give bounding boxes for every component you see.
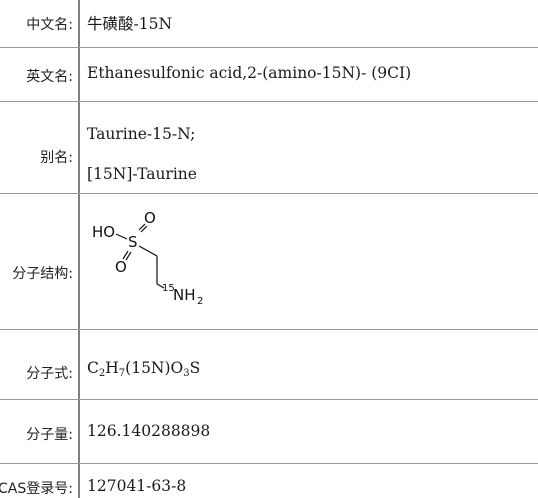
- formula-subscript: 2: [98, 368, 106, 379]
- atom-o-bottom: O: [115, 258, 127, 276]
- chinese-name-label: 中文名:: [26, 17, 73, 33]
- row-divider: [0, 399, 538, 400]
- row-chinese-name: 中文名: 牛磺酸-15N: [0, 0, 538, 47]
- row-divider: [0, 463, 538, 464]
- row-divider: [0, 47, 538, 48]
- row-formula: 分子式: C2H7(15N)O3S: [0, 330, 538, 399]
- row-divider: [0, 329, 538, 330]
- row-english-name: 英文名: Ethanesulfonic acid,2-(amino-15N)- …: [0, 48, 538, 101]
- row-alias: 别名: Taurine-15-N; [15N]-Taurine: [0, 102, 538, 193]
- formula-subscript: 3: [183, 368, 190, 379]
- bond-s-o-top-a: [138, 223, 146, 231]
- english-name-label: 英文名:: [26, 69, 73, 85]
- column-divider: [78, 0, 80, 498]
- english-name-value: Ethanesulfonic acid,2-(amino-15N)- (9CI): [87, 64, 412, 82]
- chinese-name-value: 牛磺酸-15N: [87, 15, 173, 33]
- atom-o-top: O: [144, 209, 156, 227]
- formula-part: S: [189, 359, 201, 377]
- bond-c2-n: [156, 283, 165, 289]
- formula-part: C: [87, 359, 99, 377]
- alias-value-2: [15N]-Taurine: [87, 165, 197, 183]
- atom-s: S: [128, 233, 138, 251]
- row-molecular-weight: 分子量: 126.140288898: [0, 400, 538, 463]
- atom-nh: NH: [173, 286, 196, 304]
- row-cas-number: CAS登录号: 127041-63-8: [0, 464, 538, 498]
- formula-part: H: [105, 359, 119, 377]
- molecular-weight-value: 126.140288898: [87, 422, 211, 440]
- cas-value: 127041-63-8: [87, 477, 187, 495]
- formula-subscript: 7: [118, 368, 126, 379]
- bond-ho-s: [115, 233, 128, 240]
- structure-label: 分子结构:: [12, 266, 73, 282]
- atom-ho: HO: [92, 223, 115, 241]
- cas-label: CAS登录号:: [0, 481, 73, 497]
- formula-label: 分子式:: [26, 366, 73, 382]
- bond-s-o-bottom-a: [122, 250, 129, 260]
- bond-s-o-bottom-b: [125, 251, 132, 261]
- row-divider: [0, 193, 538, 194]
- alias-label: 别名:: [40, 150, 73, 166]
- isotope-label: 15: [162, 283, 175, 294]
- alias-value-1: Taurine-15-N;: [87, 125, 196, 143]
- row-structure: 分子结构: HO S O O 15 NH 2: [0, 194, 538, 329]
- bond-s-c1: [138, 245, 158, 257]
- formula-part: (15N)O: [125, 359, 184, 377]
- hydrogen-subscript: 2: [197, 296, 203, 307]
- bond-s-o-top-b: [140, 225, 148, 233]
- row-divider: [0, 101, 538, 102]
- formula-value: C2H7(15N)O3S: [87, 359, 200, 379]
- structure-diagram: HO S O O 15 NH 2: [92, 209, 203, 307]
- molecular-weight-label: 分子量:: [26, 427, 73, 443]
